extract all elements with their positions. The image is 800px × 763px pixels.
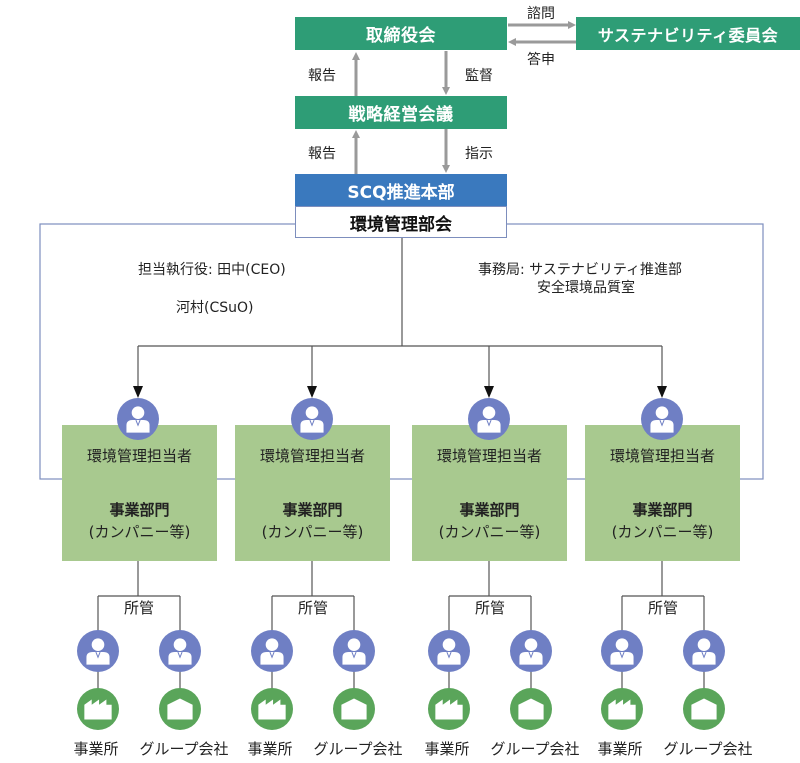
- site-manager-person-icon: [77, 630, 119, 672]
- factory-icon: [77, 688, 119, 730]
- group-company-label: グループ会社: [139, 740, 228, 758]
- env-manager-label: 環境管理担当者: [609, 447, 715, 465]
- department-name: 事業部門: [459, 501, 520, 519]
- group-manager-person-icon: [333, 630, 375, 672]
- report-label-1: 報告: [308, 68, 336, 84]
- department-box: 環境管理担当者 事業部門 (カンパニー等): [412, 425, 567, 561]
- site-manager-person-icon: [251, 630, 293, 672]
- factory-icon: [601, 688, 643, 730]
- env-committee-box: 環境管理部会: [295, 206, 507, 238]
- office-building-icon: [510, 688, 552, 730]
- department-sub: (カンパニー等): [611, 523, 714, 541]
- jurisdiction-label: 所管: [124, 599, 154, 617]
- strategy-meeting-box: 戦略経営会議: [295, 96, 507, 129]
- instruct-label: 指示: [465, 146, 493, 162]
- env-manager-label: 環境管理担当者: [86, 447, 192, 465]
- jurisdiction-label: 所管: [648, 599, 678, 617]
- sustainability-committee-label: サステナビリティ委員会: [597, 25, 779, 45]
- factory-icon: [251, 688, 293, 730]
- site-label: 事業所: [597, 740, 642, 758]
- scq-hq-label: SCQ推進本部: [347, 182, 455, 203]
- department-sub: (カンパニー等): [261, 523, 364, 541]
- group-company-label: グループ会社: [490, 740, 579, 758]
- department-sub: (カンパニー等): [88, 523, 191, 541]
- jurisdiction-label: 所管: [298, 599, 328, 617]
- department-name: 事業部門: [632, 501, 693, 519]
- group-manager-person-icon: [510, 630, 552, 672]
- env-manager-label: 環境管理担当者: [436, 447, 542, 465]
- env-committee-label: 環境管理部会: [350, 214, 452, 235]
- scq-hq-box: SCQ推進本部: [295, 174, 507, 206]
- department-box: 環境管理担当者 事業部門 (カンパニー等): [62, 425, 217, 561]
- group-company-label: グループ会社: [313, 740, 402, 758]
- department-sub: (カンパニー等): [438, 523, 541, 541]
- supervise-label: 監督: [465, 68, 493, 84]
- site-label: 事業所: [247, 740, 292, 758]
- strategy-meeting-label: 戦略経営会議: [348, 105, 454, 125]
- department-box: 環境管理担当者 事業部門 (カンパニー等): [585, 425, 740, 561]
- group-manager-person-icon: [159, 630, 201, 672]
- group-manager-person-icon: [683, 630, 725, 672]
- secretariat-line-2: 安全環境品質室: [537, 280, 635, 296]
- group-company-label: グループ会社: [663, 740, 752, 758]
- secretariat-line-1: 事務局: サステナビリティ推進部: [478, 262, 683, 278]
- sustainability-committee-box: サステナビリティ委員会: [576, 17, 800, 50]
- office-building-icon: [159, 688, 201, 730]
- site-manager-person-icon: [601, 630, 643, 672]
- department-name: 事業部門: [109, 501, 170, 519]
- board-box: 取締役会: [295, 17, 507, 50]
- report-label-2: 報告: [308, 146, 336, 162]
- site-manager-person-icon: [428, 630, 470, 672]
- office-building-icon: [683, 688, 725, 730]
- department-name: 事業部門: [282, 501, 343, 519]
- factory-icon: [428, 688, 470, 730]
- env-manager-label: 環境管理担当者: [259, 447, 365, 465]
- board-label: 取締役会: [366, 26, 436, 46]
- report-back-label: 答申: [527, 52, 555, 68]
- officer-line-1: 担当執行役: 田中(CEO): [138, 262, 286, 278]
- consult-label: 諮問: [527, 6, 555, 22]
- jurisdiction-label: 所管: [475, 599, 505, 617]
- office-building-icon: [333, 688, 375, 730]
- department-box: 環境管理担当者 事業部門 (カンパニー等): [235, 425, 390, 561]
- site-label: 事業所: [424, 740, 469, 758]
- officer-line-2: 河村(CSuO): [176, 300, 254, 316]
- site-label: 事業所: [73, 740, 118, 758]
